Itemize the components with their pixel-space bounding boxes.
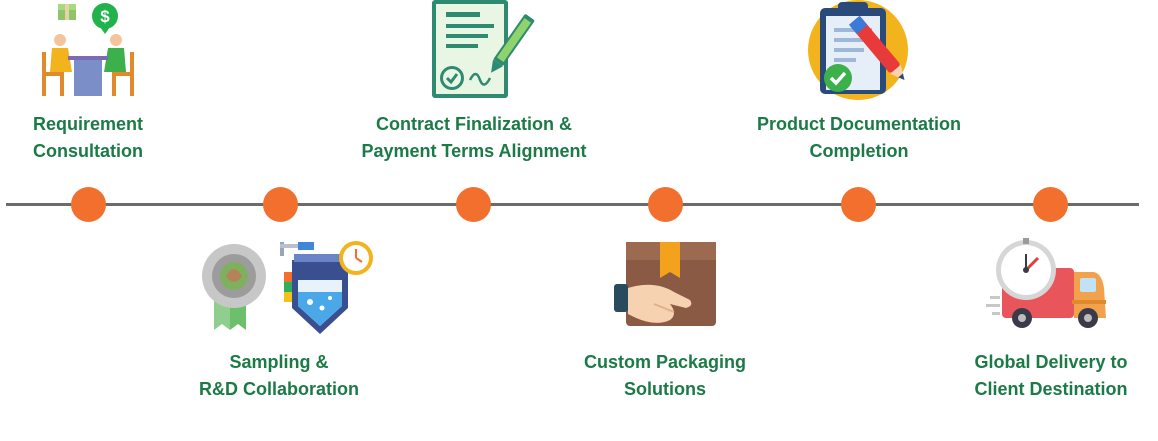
step-subtitle-2: R&D Collaboration [199, 379, 359, 399]
step-label-2: Sampling & R&D Collaboration [168, 349, 390, 403]
packaging-icon [614, 240, 718, 334]
step-title-6: Global Delivery to [974, 352, 1128, 372]
timeline-dot-6 [1033, 187, 1068, 222]
step-subtitle-4: Solutions [624, 379, 706, 399]
sampling-rd-icon [198, 238, 376, 336]
delivery-icon [986, 238, 1110, 332]
timeline-dot-5 [841, 187, 876, 222]
step-title-5: Product Documentation [756, 114, 961, 134]
timeline-dot-4 [648, 187, 683, 222]
step-subtitle-1: Consultation [33, 141, 143, 161]
timeline-dot-2 [263, 187, 298, 222]
step-title-1: Requirement [32, 114, 144, 134]
consultation-icon: $ [38, 0, 138, 100]
svg-text:$: $ [100, 7, 110, 26]
step-subtitle-6: Client Destination [974, 379, 1128, 399]
timeline-dot-3 [456, 187, 491, 222]
step-label-6: Global Delivery to Client Destination [938, 349, 1158, 403]
step-title-3: Contract Finalization & [375, 114, 572, 134]
step-label-5: Product Documentation Completion [736, 111, 982, 165]
contract-icon [424, 0, 536, 102]
step-title-2: Sampling & [229, 352, 329, 372]
documentation-icon [808, 0, 910, 102]
step-subtitle-5: Completion [809, 141, 909, 161]
step-label-1: Requirement Consultation [0, 111, 176, 165]
step-label-3: Contract Finalization & Payment Terms Al… [344, 111, 604, 165]
step-label-4: Custom Packaging Solutions [556, 349, 774, 403]
step-subtitle-3: Payment Terms Alignment [361, 141, 587, 161]
step-title-4: Custom Packaging [583, 352, 747, 372]
timeline-line [6, 203, 1139, 206]
timeline-dot-1 [71, 187, 106, 222]
